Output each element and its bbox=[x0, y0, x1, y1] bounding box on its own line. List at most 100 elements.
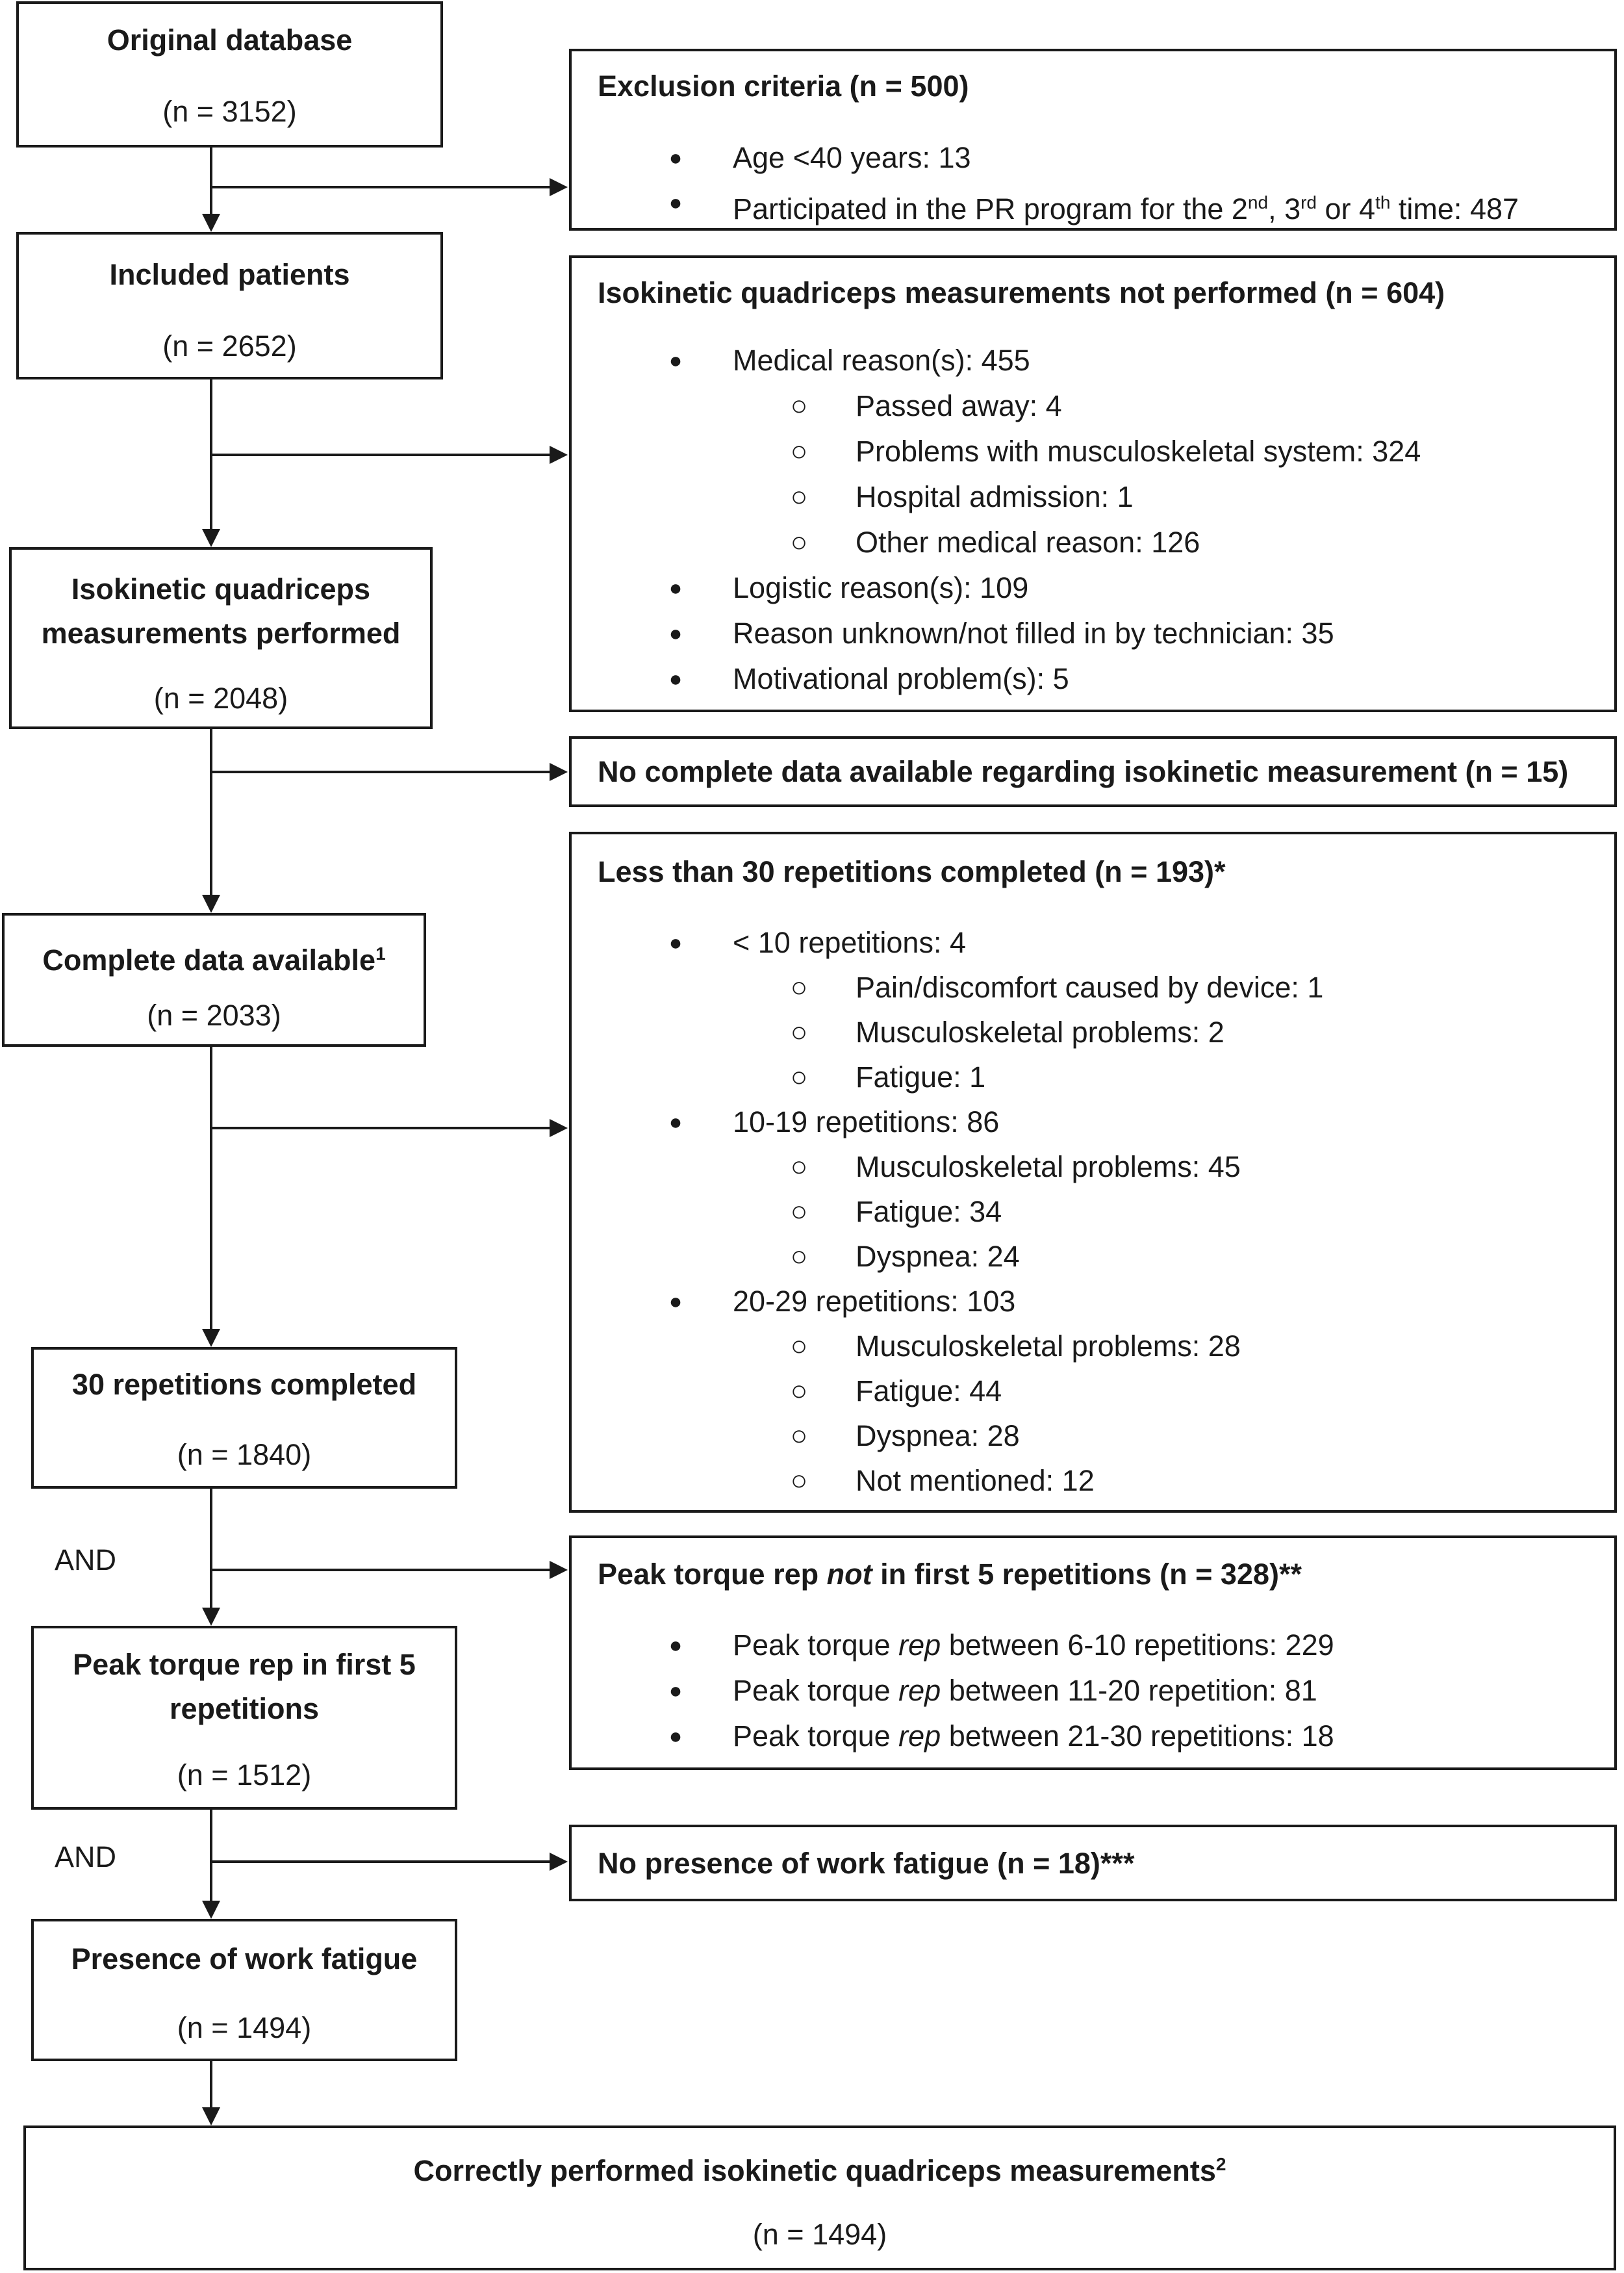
complete-data-title: Complete data available1 bbox=[5, 932, 424, 982]
peak-not-first5-box: Peak torque rep not in first 5 repetitio… bbox=[569, 1535, 1617, 1770]
measurements-performed-title-line2: measurements performed bbox=[41, 617, 401, 650]
complete-data-box: Complete data available1 (n = 2033) bbox=[2, 913, 426, 1047]
peak-first5-title-line1: Peak torque rep in first 5 bbox=[73, 1648, 416, 1681]
list-item-text: Pain/discomfort caused by device: 1 bbox=[856, 971, 1324, 1004]
hollow-bullet-icon: ○ bbox=[790, 1240, 808, 1272]
list-item-text: Problems with musculoskeletal system: 32… bbox=[856, 435, 1421, 468]
bullet-icon: ● bbox=[668, 1633, 683, 1658]
exclusion-criteria-box: Exclusion criteria (n = 500) ● Age <40 y… bbox=[569, 49, 1617, 231]
list-item-text: Reason unknown/not filled in by technici… bbox=[733, 617, 1334, 650]
superscript: th bbox=[1375, 192, 1391, 212]
list-item-text: Musculoskeletal problems: 28 bbox=[856, 1329, 1241, 1363]
bullet-icon: ● bbox=[668, 348, 683, 373]
hollow-bullet-icon: ○ bbox=[790, 526, 808, 558]
less-than-30-title: Less than 30 repetitions completed (n = … bbox=[598, 855, 1226, 888]
list-item-text: Peak torque rep between 6-10 repetitions… bbox=[733, 1626, 1334, 1665]
list-item-text: Motivational problem(s): 5 bbox=[733, 662, 1069, 695]
bullet-icon: ● bbox=[668, 146, 683, 170]
complete-data-count: (n = 2033) bbox=[147, 999, 281, 1032]
complete-data-footnote: 1 bbox=[375, 944, 386, 964]
measurements-performed-title-line1: Isokinetic quadriceps bbox=[71, 572, 371, 606]
emphasis: not bbox=[826, 1558, 872, 1591]
list-item-text: Hospital admission: 1 bbox=[856, 480, 1134, 513]
list-item-text: Passed away: 4 bbox=[856, 389, 1062, 422]
peak-first5-box: Peak torque rep in first 5 repetitions (… bbox=[31, 1626, 457, 1810]
hollow-bullet-icon: ○ bbox=[790, 481, 808, 513]
peak-first5-count: (n = 1512) bbox=[177, 1758, 312, 1791]
measurements-performed-box: Isokinetic quadriceps measurements perfo… bbox=[9, 547, 433, 729]
bullet-icon: ● bbox=[668, 931, 683, 955]
and-label-1: AND bbox=[55, 1543, 117, 1576]
text-part: between 6-10 repetitions: 229 bbox=[941, 1628, 1334, 1662]
work-fatigue-count: (n = 1494) bbox=[177, 2011, 312, 2044]
list-item-text: Musculoskeletal problems: 45 bbox=[856, 1150, 1241, 1183]
list-item-text: 20-29 repetitions: 103 bbox=[733, 1285, 1016, 1318]
peak-first5-title-line2: repetitions bbox=[169, 1692, 320, 1725]
bullet-icon: ● bbox=[668, 1110, 683, 1135]
arrowhead-down-icon bbox=[202, 895, 220, 913]
work-fatigue-box: Presence of work fatigue (n = 1494) bbox=[31, 1919, 457, 2061]
hollow-bullet-icon: ○ bbox=[790, 1016, 808, 1048]
bullet-icon: ● bbox=[668, 621, 683, 646]
arrowhead-down-icon bbox=[202, 214, 220, 232]
list-item-text: Fatigue: 34 bbox=[856, 1195, 1002, 1228]
hollow-bullet-icon: ○ bbox=[790, 1061, 808, 1093]
superscript: rd bbox=[1300, 192, 1317, 212]
included-patients-box: Included patients (n = 2652) bbox=[16, 232, 443, 379]
exclusion-criteria-title: Exclusion criteria (n = 500) bbox=[598, 70, 969, 103]
correct-measurements-title: Correctly performed isokinetic quadricep… bbox=[26, 2142, 1614, 2193]
text-part: in first 5 repetitions (n = 328)** bbox=[872, 1558, 1302, 1591]
complete-data-title-text: Complete data available bbox=[42, 944, 376, 977]
bullet-icon: ● bbox=[668, 1289, 683, 1314]
original-database-box: Original database (n = 3152) bbox=[16, 1, 443, 148]
hollow-bullet-icon: ○ bbox=[790, 390, 808, 422]
hollow-bullet-icon: ○ bbox=[790, 1330, 808, 1362]
correct-measurements-footnote: 2 bbox=[1215, 2154, 1226, 2174]
thirty-reps-box: 30 repetitions completed (n = 1840) bbox=[31, 1347, 457, 1489]
measurements-performed-count: (n = 2048) bbox=[153, 682, 288, 715]
text-part: , 3 bbox=[1268, 192, 1301, 225]
thirty-reps-title: 30 repetitions completed bbox=[71, 1368, 417, 1401]
text-part: Peak torque bbox=[733, 1719, 899, 1753]
list-item-text: Not mentioned: 12 bbox=[856, 1464, 1095, 1497]
emphasis: rep bbox=[898, 1674, 941, 1707]
emphasis: rep bbox=[898, 1719, 941, 1753]
text-part: time: 487 bbox=[1390, 192, 1519, 225]
bullet-icon: ● bbox=[668, 190, 683, 215]
text-part: Participated in the PR program for the 2 bbox=[733, 192, 1248, 225]
arrowhead-right-icon bbox=[550, 763, 568, 781]
exclusion-item-text: Age <40 years: 13 bbox=[733, 141, 971, 174]
hollow-bullet-icon: ○ bbox=[790, 1375, 808, 1407]
no-work-fatigue-box: No presence of work fatigue (n = 18)*** bbox=[569, 1825, 1617, 1901]
list-item-text: Dyspnea: 24 bbox=[856, 1240, 1020, 1273]
list-item-text: Musculoskeletal problems: 2 bbox=[856, 1016, 1224, 1049]
arrowhead-down-icon bbox=[202, 1901, 220, 1919]
arrowhead-right-icon bbox=[550, 1561, 568, 1579]
text-part: Peak torque rep bbox=[598, 1558, 827, 1591]
arrowhead-right-icon bbox=[550, 446, 568, 464]
no-work-fatigue-title: No presence of work fatigue (n = 18)*** bbox=[598, 1847, 1135, 1880]
arrowhead-right-icon bbox=[550, 1853, 568, 1871]
bullet-icon: ● bbox=[668, 667, 683, 691]
hollow-bullet-icon: ○ bbox=[790, 1420, 808, 1452]
text-part: between 11-20 repetition: 81 bbox=[941, 1674, 1317, 1707]
list-item-text: 10-19 repetitions: 86 bbox=[733, 1105, 1000, 1138]
arrowhead-down-icon bbox=[202, 1608, 220, 1626]
text-part: or 4 bbox=[1317, 192, 1376, 225]
text-part: Peak torque bbox=[733, 1674, 899, 1707]
arrowhead-right-icon bbox=[550, 1119, 568, 1137]
correct-measurements-box: Correctly performed isokinetic quadricep… bbox=[23, 2125, 1616, 2270]
no-complete-data-title: No complete data available regarding iso… bbox=[598, 755, 1569, 788]
list-item-text: Fatigue: 1 bbox=[856, 1060, 986, 1094]
exclusion-item-text: Participated in the PR program for the 2… bbox=[733, 183, 1519, 229]
original-database-title: Original database bbox=[107, 23, 353, 57]
included-patients-title: Included patients bbox=[109, 258, 350, 291]
hollow-bullet-icon: ○ bbox=[790, 435, 808, 467]
correct-measurements-count: (n = 1494) bbox=[752, 2218, 887, 2251]
hollow-bullet-icon: ○ bbox=[790, 1196, 808, 1227]
text-part: Peak torque bbox=[733, 1628, 899, 1662]
bullet-icon: ● bbox=[668, 1724, 683, 1749]
thirty-reps-count: (n = 1840) bbox=[177, 1438, 312, 1471]
arrowhead-down-icon bbox=[202, 2107, 220, 2125]
